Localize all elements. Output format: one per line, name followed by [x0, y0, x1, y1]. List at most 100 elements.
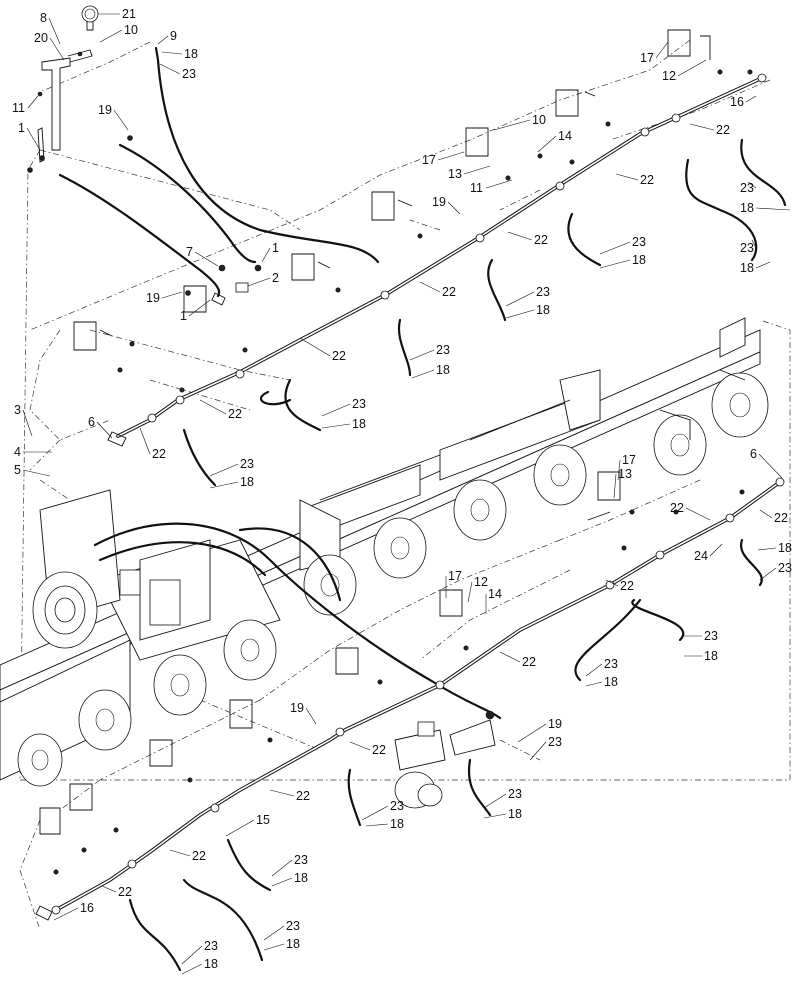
callout-number: 17 — [448, 569, 462, 583]
leader-line — [585, 681, 603, 687]
callout-16: 16 — [53, 901, 94, 921]
leader-line — [483, 793, 507, 809]
callout-number: 23 — [632, 235, 646, 249]
callout-number: 23 — [740, 241, 754, 255]
callout-18: 18 — [321, 417, 366, 431]
callout-number: 23 — [286, 919, 300, 933]
callout-17: 17 — [445, 569, 462, 598]
leader-line — [27, 95, 39, 109]
callout-number: 1 — [272, 241, 279, 255]
leader-line — [411, 369, 435, 379]
callout-22: 22 — [615, 173, 654, 187]
callout-number: 24 — [694, 549, 708, 563]
leader-line — [605, 579, 619, 587]
leader-line — [96, 421, 113, 439]
leader-line — [169, 849, 191, 857]
callout-number: 23 — [294, 853, 308, 867]
leader-line — [613, 473, 617, 499]
callout-number: 19 — [98, 103, 112, 117]
callout-9: 9 — [157, 29, 177, 45]
leader-line — [758, 453, 783, 479]
frame-hoses — [93, 522, 502, 720]
leader-line — [447, 201, 461, 215]
leader-line — [271, 877, 293, 887]
callout-23: 23 — [361, 799, 404, 821]
callout-number: 23 — [740, 181, 754, 195]
callout-number: 19 — [548, 717, 562, 731]
callout-number: 22 — [118, 885, 132, 899]
callout-number: 22 — [442, 285, 456, 299]
callout-number: 18 — [436, 363, 450, 377]
pressure-gauge-assembly — [27, 5, 99, 173]
callout-1: 1 — [261, 241, 279, 263]
upper-brackets — [39, 29, 711, 835]
callout-19: 19 — [98, 103, 129, 131]
callout-18: 18 — [271, 871, 308, 887]
leader-line — [159, 63, 181, 75]
callout-number: 22 — [296, 789, 310, 803]
leader-line — [467, 581, 473, 603]
callout-18: 18 — [757, 541, 792, 555]
callout-number: 10 — [124, 23, 138, 37]
callout-number: 6 — [88, 415, 95, 429]
leader-line — [209, 481, 239, 489]
callout-15: 15 — [225, 813, 270, 837]
leader-line — [22, 469, 51, 477]
callout-22: 22 — [507, 231, 548, 247]
leader-line — [463, 165, 491, 175]
leader-line — [759, 509, 773, 519]
leader-line — [99, 29, 123, 43]
callout-number: 23 — [704, 629, 718, 643]
leader-line — [261, 247, 271, 263]
callout-number: 1 — [18, 121, 25, 135]
callout-23: 23 — [159, 63, 196, 81]
leader-line — [305, 707, 317, 725]
callout-number: 18 — [536, 303, 550, 317]
callout-22: 22 — [670, 501, 711, 521]
callout-number: 23 — [352, 397, 366, 411]
callout-number: 17 — [640, 51, 654, 65]
callout-number: 21 — [122, 7, 136, 21]
callout-1: 1 — [180, 299, 211, 323]
callout-23: 23 — [684, 629, 718, 643]
callout-6: 6 — [750, 447, 783, 479]
leader-line — [409, 349, 435, 361]
leader-line — [499, 651, 521, 663]
callout-number: 18 — [740, 201, 754, 215]
callout-number: 17 — [622, 453, 636, 467]
callout-18: 18 — [483, 807, 522, 821]
leader-line — [493, 119, 531, 131]
callout-number: 22 — [372, 743, 386, 757]
leader-line — [361, 805, 389, 821]
leader-line — [299, 337, 331, 357]
upper-distribution-tubes — [107, 73, 767, 447]
leader-line — [113, 109, 129, 131]
callout-number: 23 — [436, 343, 450, 357]
callout-number: 18 — [240, 475, 254, 489]
callout-23: 23 — [181, 939, 218, 965]
leader-line — [517, 723, 547, 743]
lower-distribution-tubes — [35, 477, 785, 921]
callout-number: 22 — [332, 349, 346, 363]
leader-line — [22, 409, 33, 437]
callout-number: 22 — [192, 849, 206, 863]
leader-line — [48, 17, 61, 45]
callout-23: 23 — [483, 787, 522, 809]
leader-line — [505, 309, 535, 319]
leader-line — [271, 859, 293, 877]
callout-23: 23 — [759, 561, 792, 581]
callout-6: 6 — [88, 415, 113, 439]
callout-number: 23 — [508, 787, 522, 801]
leader-line — [585, 663, 603, 677]
callout-23: 23 — [740, 239, 757, 255]
leader-line — [225, 819, 255, 837]
callout-22: 22 — [139, 427, 166, 461]
callout-18: 18 — [263, 937, 300, 951]
callout-number: 19 — [290, 701, 304, 715]
callout-number: 18 — [286, 937, 300, 951]
gauge-wheel-hub — [32, 571, 98, 649]
callout-22: 22 — [199, 399, 242, 421]
